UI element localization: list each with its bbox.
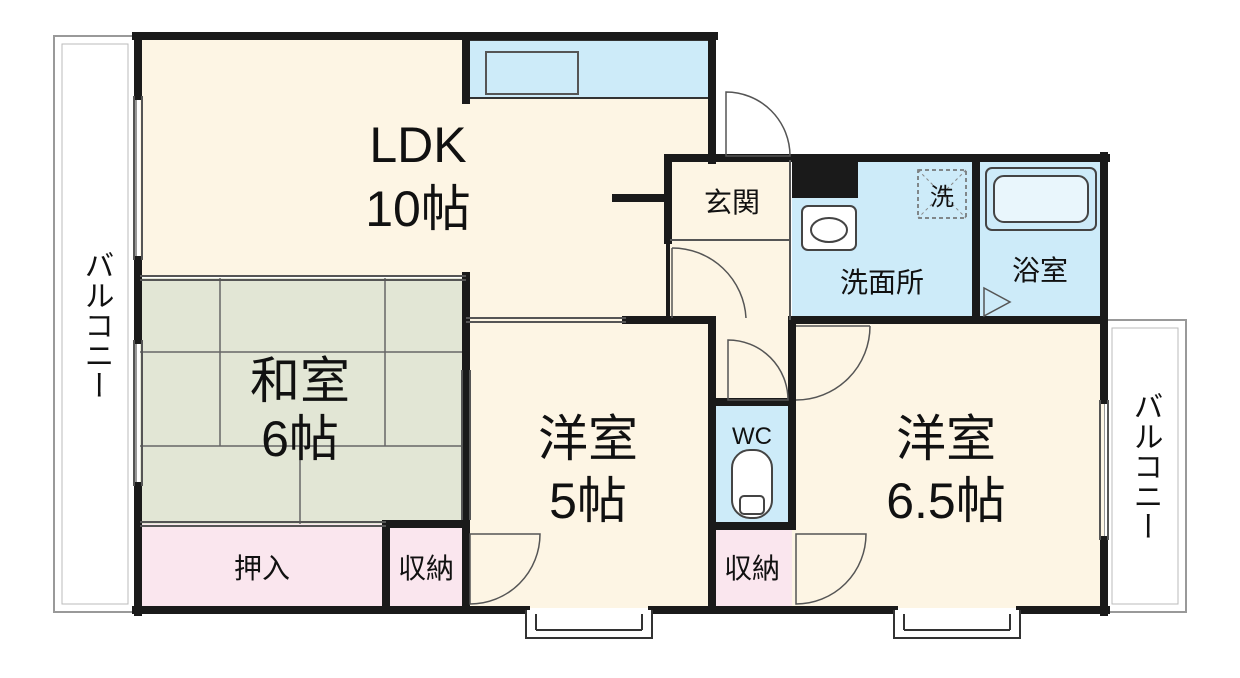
- wc-label: WC: [732, 423, 772, 450]
- yoshitsu-65-size: 6.5帖: [886, 473, 1006, 529]
- balcony-right: バルコニー: [1103, 319, 1187, 613]
- wash-basin: [801, 205, 857, 251]
- yoshitsu-5-name: 洋室: [538, 411, 638, 467]
- balcony-left: バルコニー: [53, 35, 137, 613]
- ldk-name: LDK: [369, 117, 466, 173]
- washitsu-size: 6帖: [261, 411, 339, 467]
- yokushitsu-label: 浴室: [1012, 255, 1068, 286]
- door-swings: [469, 91, 1012, 605]
- genkan-label: 玄関: [704, 187, 760, 218]
- washer-label: 洗: [930, 184, 954, 211]
- bay-window-5: [525, 610, 653, 639]
- ldk-size: 10帖: [365, 181, 471, 237]
- bay-window-65: [893, 610, 1021, 639]
- washer-space: 洗: [917, 169, 967, 219]
- shuno-2-floor: [712, 524, 792, 608]
- kitchen-counter: [465, 39, 713, 99]
- tatami-lines: [140, 278, 466, 524]
- shuno-2-label: 収納: [724, 553, 780, 584]
- toilet: [731, 449, 773, 519]
- shuno-1-floor: [386, 524, 466, 608]
- walls: [132, 32, 1110, 616]
- balcony-right-label: バルコニー: [1128, 391, 1163, 541]
- washitsu-name: 和室: [250, 353, 350, 409]
- hall-floor: [670, 160, 790, 410]
- yoshitsu-65-floor: [792, 320, 1104, 608]
- oshiire-floor: [140, 524, 386, 608]
- yoshitsu-65-name: 洋室: [896, 411, 996, 467]
- bathtub: [985, 167, 1097, 231]
- washitsu-floor: [140, 278, 466, 524]
- yoshitsu-5-size: 5帖: [549, 473, 627, 529]
- balcony-left-label: バルコニー: [79, 250, 114, 400]
- oshiire-label: 押入: [234, 553, 290, 584]
- shuno-1-label: 収納: [398, 553, 454, 584]
- senmenjo-label: 洗面所: [840, 267, 924, 298]
- thin-lines: [133, 96, 1109, 540]
